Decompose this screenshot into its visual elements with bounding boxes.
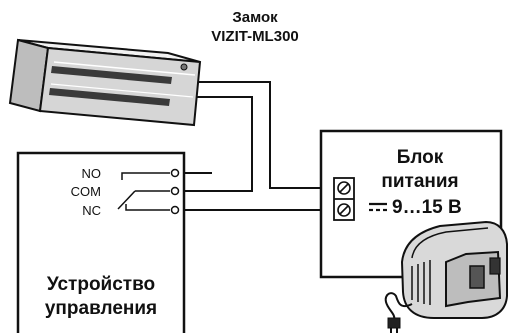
controller-title-line2: управления [45, 298, 157, 319]
terminal-no [170, 168, 180, 178]
psu-title-line2: питания [381, 171, 458, 192]
psu-title-line1: Блок [397, 147, 444, 168]
terminal-label-no: NO [82, 166, 102, 181]
controller-title-line1: Устройство [47, 274, 155, 295]
adapter-socket [469, 265, 485, 289]
relay-contact-symbol [117, 172, 170, 211]
adapter-vents [411, 260, 431, 305]
terminal-label-com: COM [71, 184, 101, 199]
psu-voltage: 9…15 В [392, 197, 462, 218]
lock-mounting-hole [180, 63, 188, 71]
wire-lock-to-psu [198, 81, 334, 189]
terminal-label-nc: NC [82, 203, 101, 218]
plug-icon [387, 317, 401, 333]
wire-lock-to-com [180, 96, 253, 192]
power-supply: Блок питания 9…15 В [319, 129, 503, 279]
lock-groove-bottom [49, 88, 170, 106]
lock-side-face [38, 46, 202, 127]
controller-device: NO COM NC Устройство управления [16, 151, 186, 333]
terminal-nc [170, 205, 180, 215]
controller-box [16, 151, 186, 333]
psu-terminal-block [333, 177, 355, 221]
terminal-com [170, 186, 180, 196]
lock-title-line1: Замок [232, 9, 278, 26]
power-adapter-illustration [384, 220, 508, 333]
adapter-cord [384, 292, 413, 321]
lock-groove-top [51, 66, 172, 84]
lock-title-line2: VIZIT-ML300 [211, 28, 299, 45]
magnetic-lock [8, 38, 202, 127]
dc-symbol-icon [369, 202, 387, 212]
wires [180, 81, 334, 211]
